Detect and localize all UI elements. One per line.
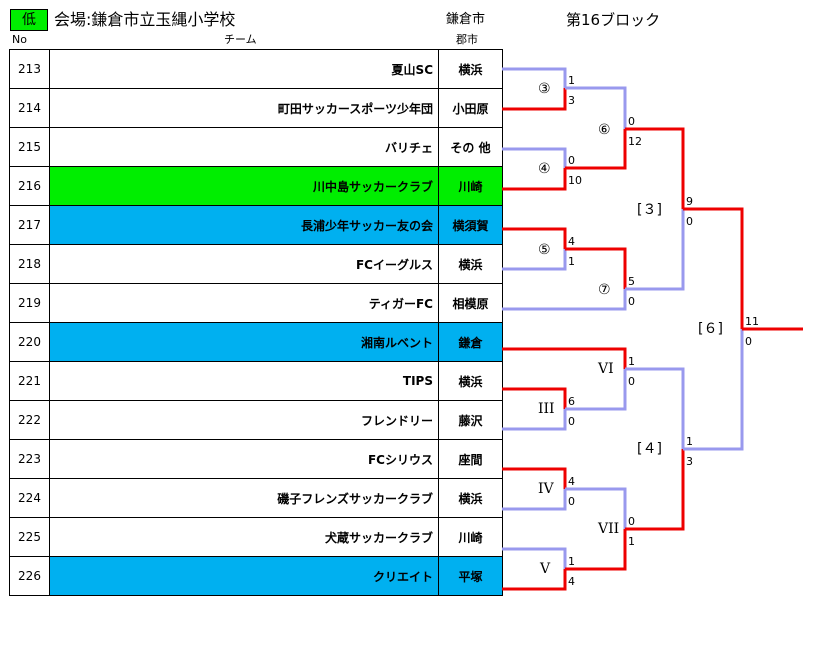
score: 4	[568, 235, 575, 248]
score: 11	[745, 315, 759, 328]
team-name: 磯子フレンズサッカークラブ	[49, 478, 439, 518]
match-marker-b6: [６]	[698, 321, 723, 337]
score: 0	[568, 415, 575, 428]
team-name: 犬蔵サッカークラブ	[49, 517, 439, 557]
match-marker-b3: [３]	[637, 202, 662, 218]
team-name: 長浦少年サッカー友の会	[49, 205, 439, 245]
team-number: 215	[9, 127, 50, 167]
score: 4	[568, 575, 575, 588]
team-number: 219	[9, 283, 50, 323]
score: 10	[568, 174, 582, 187]
col-header-no: No	[12, 33, 27, 46]
score: 1	[568, 255, 575, 268]
block-title: 第16ブロック	[566, 11, 661, 29]
score: 6	[568, 395, 575, 408]
match-marker-5: ⑤	[538, 242, 551, 258]
team-city: 藤沢	[438, 400, 503, 440]
match-marker-III: III	[538, 401, 555, 417]
team-number: 216	[9, 166, 50, 206]
match-marker-b4: [４]	[637, 441, 662, 457]
match-marker-6: ⑥	[598, 122, 611, 138]
score: 5	[628, 275, 635, 288]
match-marker-VII: VII	[598, 521, 620, 537]
score: 0	[568, 495, 575, 508]
team-city: 座間	[438, 439, 503, 479]
team-number: 218	[9, 244, 50, 284]
team-name: フレンドリー	[49, 400, 439, 440]
team-city: 鎌倉	[438, 322, 503, 362]
score: 4	[568, 475, 575, 488]
score: 0	[628, 515, 635, 528]
match-marker-V: V	[540, 561, 551, 577]
level-badge: 低	[10, 9, 48, 31]
match-marker-VI: VI	[598, 361, 614, 377]
team-number: 213	[9, 49, 50, 89]
team-number: 225	[9, 517, 50, 557]
team-city: 横浜	[438, 49, 503, 89]
team-city: 小田原	[438, 88, 503, 128]
col-header-city: 郡市	[456, 33, 478, 46]
match-marker-4: ④	[538, 161, 551, 177]
score: 1	[628, 355, 635, 368]
col-header-team: チーム	[224, 33, 257, 46]
header-city: 鎌倉市	[446, 12, 486, 27]
team-name: TIPS	[49, 361, 439, 401]
score: 0	[628, 295, 635, 308]
score: 1	[568, 555, 575, 568]
score: 1	[628, 535, 635, 548]
team-city: 横浜	[438, 361, 503, 401]
team-name: FCシリウス	[49, 439, 439, 479]
team-number: 224	[9, 478, 50, 518]
score: 12	[628, 135, 642, 148]
team-city: 横須賀	[438, 205, 503, 245]
score: 0	[568, 154, 575, 167]
team-number: 217	[9, 205, 50, 245]
score: 0	[628, 115, 635, 128]
score: 0	[628, 375, 635, 388]
score: 9	[686, 195, 693, 208]
team-city: 平塚	[438, 556, 503, 596]
score: 0	[745, 335, 752, 348]
team-city: その 他	[438, 127, 503, 167]
team-name: ティガーFC	[49, 283, 439, 323]
score: 3	[568, 94, 575, 107]
score: 1	[568, 74, 575, 87]
team-city: 川崎	[438, 517, 503, 557]
team-name: 湘南ルベント	[49, 322, 439, 362]
team-name: 川中島サッカークラブ	[49, 166, 439, 206]
score: 1	[686, 435, 693, 448]
match-marker-3: ③	[538, 81, 551, 97]
team-city: 相模原	[438, 283, 503, 323]
team-city: 横浜	[438, 244, 503, 284]
team-name: バリチェ	[49, 127, 439, 167]
venue-title: 会場:鎌倉市立玉縄小学校	[54, 10, 236, 29]
team-name: クリエイト	[49, 556, 439, 596]
match-marker-7: ⑦	[598, 282, 611, 298]
score: 0	[686, 215, 693, 228]
score: 3	[686, 455, 693, 468]
match-marker-IV: IV	[538, 481, 554, 497]
